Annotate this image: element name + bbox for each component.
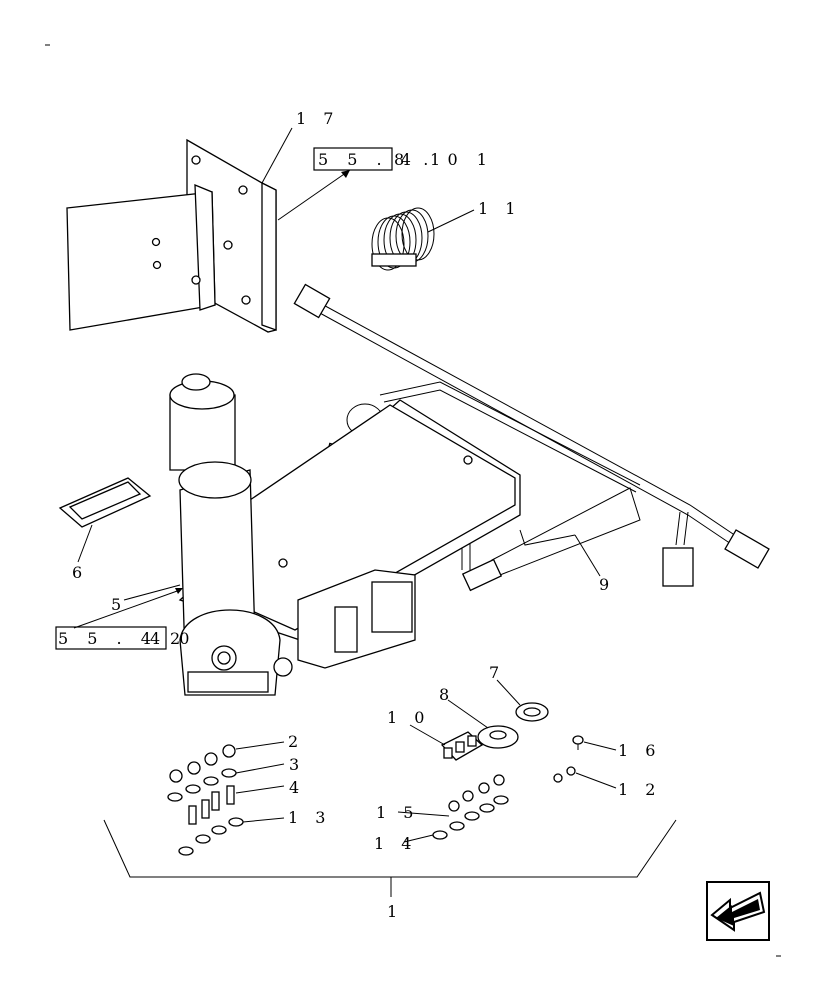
grommet-part-7 xyxy=(515,702,549,722)
svg-text:8 . 0 1: 8 . 0 1 xyxy=(394,150,494,169)
return-arrow-icon xyxy=(710,891,766,932)
nuts-part-15 xyxy=(448,774,505,812)
callout-17: 1 7 xyxy=(296,109,339,128)
callout-10: 1 0 xyxy=(387,708,430,727)
reference-55-424-0[interactable]: 5 5 . 4 2 4 0 xyxy=(55,626,196,650)
callout-11: 1 1 xyxy=(478,199,521,218)
clip-part-10 xyxy=(440,731,484,761)
washers-part-13 xyxy=(178,817,244,856)
callout-7: 7 xyxy=(489,663,505,682)
callout-9: 9 xyxy=(599,575,615,594)
callout-5: 5 xyxy=(111,595,127,614)
bracket-part-17 xyxy=(66,138,277,333)
coiled-cable-part-11 xyxy=(371,207,435,271)
return-arrow-button[interactable] xyxy=(706,881,770,941)
kit-bracket-line xyxy=(103,819,677,878)
rivets-part-12 xyxy=(553,766,576,783)
svg-text:4 0: 4 0 xyxy=(150,629,196,648)
svg-text:5 5 . 4 1: 5 5 . 4 1 xyxy=(318,150,447,169)
hardware-group-left xyxy=(167,744,244,856)
callout-12: 1 2 xyxy=(618,780,661,799)
leader-lines xyxy=(73,127,617,843)
callout-1: 1 xyxy=(387,902,403,921)
grommet-part-8 xyxy=(477,725,519,749)
callout-labels: 1 7 1 1 6 5 9 7 8 1 0 2 3 4 1 3 1 6 1 2 … xyxy=(72,109,661,921)
reference-55-418-01[interactable]: 5 5 . 4 1 8 . 0 1 xyxy=(313,147,494,171)
callout-4: 4 xyxy=(289,778,305,797)
nuts-part-2 xyxy=(169,744,236,783)
controller-assembly xyxy=(169,373,521,696)
callout-14: 1 4 xyxy=(374,834,417,853)
svg-text:5 5 . 4 2: 5 5 . 4 2 xyxy=(58,629,187,648)
screw-part-16 xyxy=(572,735,584,750)
washers-part-14 xyxy=(432,795,509,840)
washers-part-3 xyxy=(167,768,237,802)
callout-8: 8 xyxy=(439,685,455,704)
callout-3: 3 xyxy=(289,755,305,774)
callout-15: 1 5 xyxy=(376,803,419,822)
callout-16: 1 6 xyxy=(618,741,661,760)
hardware-group-right xyxy=(432,774,509,840)
bolts-part-4 xyxy=(188,785,235,825)
callout-2: 2 xyxy=(288,732,304,751)
callout-13: 1 3 xyxy=(288,808,331,827)
decal-part-6 xyxy=(58,477,152,528)
callout-6: 6 xyxy=(72,563,88,582)
